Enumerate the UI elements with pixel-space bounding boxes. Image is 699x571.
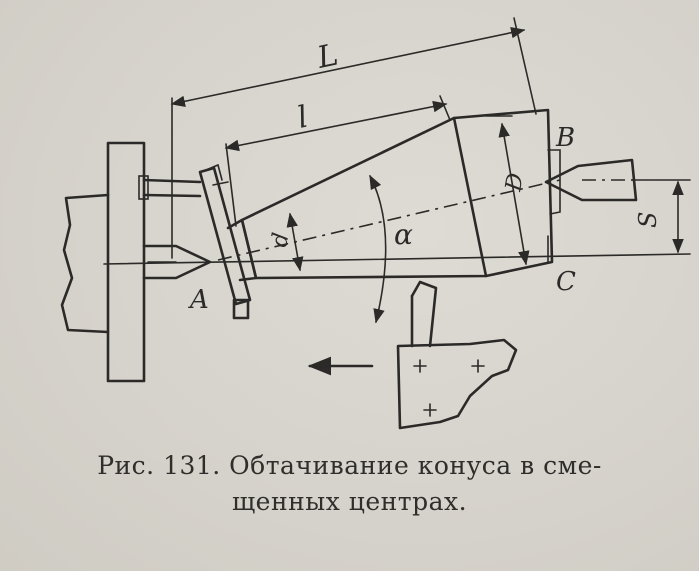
label-C: C: [556, 267, 576, 297]
label-L: L: [313, 37, 341, 76]
angle-alpha-arc: [369, 174, 387, 324]
dimension-S: [547, 179, 691, 263]
dimension-l: [224, 95, 451, 227]
label-D: D: [501, 171, 529, 194]
driving-dog: [198, 163, 252, 320]
workpiece-axis: [217, 179, 561, 261]
label-B: B: [555, 123, 575, 153]
dimension-L: [170, 17, 537, 259]
lathe-axis: [103, 253, 691, 265]
dimension-D: [498, 122, 530, 266]
dimension-d: [286, 212, 304, 272]
label-A: A: [188, 285, 209, 315]
figure-caption: Рис. 131. Обтачивание конуса в сме- щенн…: [0, 448, 699, 520]
caption-line-2: щенных центрах.: [231, 487, 468, 516]
label-d: d: [267, 231, 294, 249]
driving-pin: [138, 175, 202, 200]
faceplate: [60, 141, 146, 383]
caption-line-1: Рис. 131. Обтачивание конуса в сме-: [97, 451, 602, 480]
label-alpha: α: [394, 218, 413, 251]
label-l: l: [294, 100, 311, 136]
workpiece-cone: [226, 108, 561, 282]
label-S: S: [634, 212, 662, 228]
cutting-tool: [396, 280, 518, 430]
